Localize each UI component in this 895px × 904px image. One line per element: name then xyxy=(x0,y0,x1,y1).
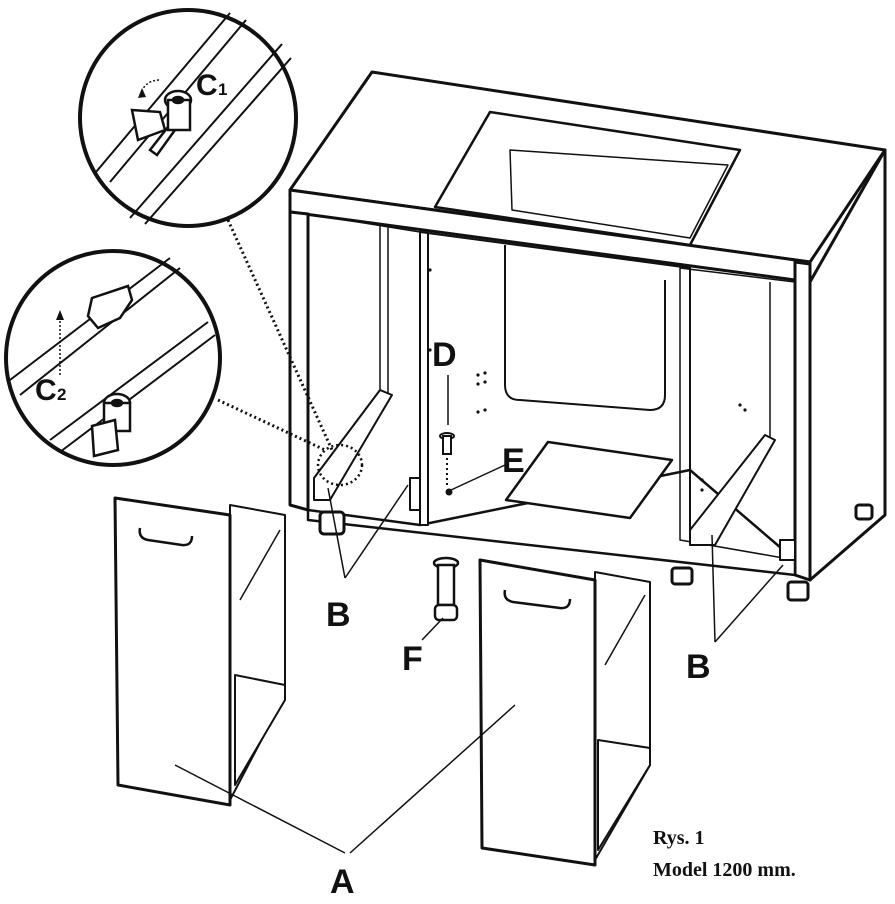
label-c2-sub: 2 xyxy=(57,385,66,404)
leg-f xyxy=(432,556,460,622)
label-e: E xyxy=(502,442,525,480)
label-f: F xyxy=(402,640,423,678)
leader-lines xyxy=(174,375,784,854)
detail-c2: C 2 xyxy=(4,249,222,467)
drawer-left xyxy=(113,496,286,807)
label-c1-sub: 1 xyxy=(218,80,227,99)
label-b-left: B xyxy=(326,596,351,634)
detail-c1: C 1 xyxy=(78,8,298,228)
detail-connectors xyxy=(217,219,364,487)
label-b-right: B xyxy=(686,648,711,686)
label-d: D xyxy=(432,336,457,374)
hole-marks xyxy=(428,268,747,492)
label-c1-letter: C xyxy=(196,69,218,102)
drawer-right xyxy=(478,558,651,867)
label-c2-letter: C xyxy=(35,374,57,407)
cabinet-carcass xyxy=(288,70,887,602)
caption-figure-number: Rys. 1 xyxy=(653,827,705,849)
caption-model: Model 1200 mm. xyxy=(653,859,796,881)
label-a: A xyxy=(330,863,355,899)
screw-d xyxy=(439,432,455,496)
